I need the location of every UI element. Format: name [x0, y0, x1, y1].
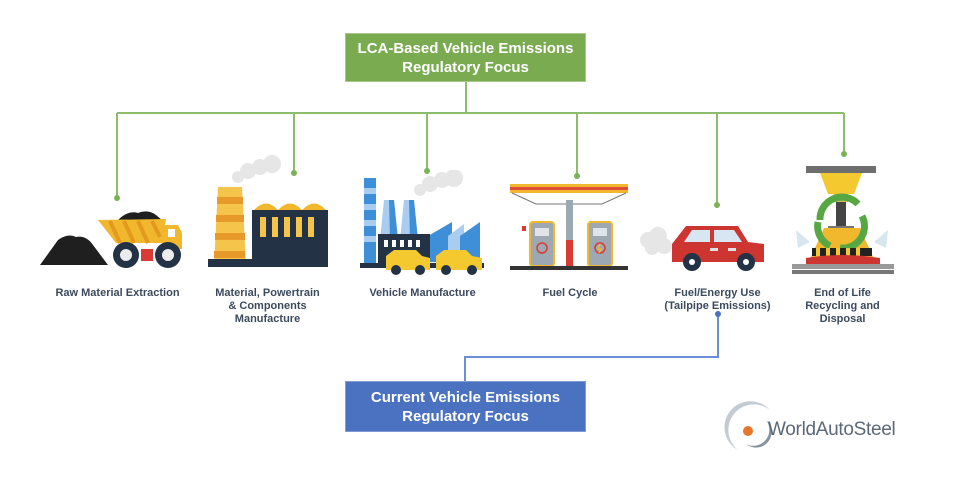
fuel-station-icon — [510, 184, 628, 270]
label-line: & Components — [228, 300, 307, 312]
mining-dump-truck-icon — [40, 211, 182, 268]
stage-label-fuel-energy-use: Fuel/Energy Use (Tailpipe Emissions) — [650, 287, 785, 313]
current-box-line1: Current Vehicle Emissions — [370, 388, 561, 406]
lca-regulatory-focus-box: LCA-Based Vehicle Emissions Regulatory F… — [345, 33, 586, 82]
car-exhaust-icon — [640, 226, 764, 271]
logo-text: WorldAutoSteel — [768, 419, 896, 440]
car-factory-icon — [360, 170, 484, 275]
label-line: Fuel Cycle — [542, 287, 598, 299]
label-line: Raw Material Extraction — [55, 287, 180, 299]
factory-smokestack-icon — [208, 155, 328, 267]
label-line: Recycling and — [805, 300, 880, 312]
lca-box-line2: Regulatory Focus — [402, 58, 529, 76]
label-line: End of Life — [814, 287, 871, 299]
label-line: Vehicle Manufacture — [369, 287, 476, 299]
stage-label-end-of-life: End of Life Recycling and Disposal — [785, 287, 900, 326]
label-line: Disposal — [819, 313, 866, 325]
label-line: (Tailpipe Emissions) — [664, 300, 771, 312]
current-regulatory-focus-box: Current Vehicle Emissions Regulatory Foc… — [345, 381, 586, 432]
worldautosteel-logo-icon — [724, 401, 772, 450]
stage-label-fuel-cycle: Fuel Cycle — [510, 287, 630, 300]
current-connector-dot — [715, 311, 721, 317]
stage-label-material-powertrain: Material, Powertrain & Components Manufa… — [200, 287, 335, 326]
stage-label-raw-material-extraction: Raw Material Extraction — [30, 287, 205, 300]
current-box-line2: Regulatory Focus — [402, 407, 529, 425]
lca-box-line1: LCA-Based Vehicle Emissions — [357, 39, 574, 57]
car-crusher-recycle-icon — [792, 166, 894, 274]
lca-connector-dots — [114, 151, 847, 208]
stage-label-vehicle-manufacture: Vehicle Manufacture — [355, 287, 490, 300]
lca-connectors — [116, 82, 845, 205]
label-line: Manufacture — [234, 313, 301, 325]
current-connector — [464, 314, 719, 381]
label-line: Fuel/Energy Use — [674, 287, 761, 299]
label-line: Material, Powertrain — [215, 287, 320, 299]
